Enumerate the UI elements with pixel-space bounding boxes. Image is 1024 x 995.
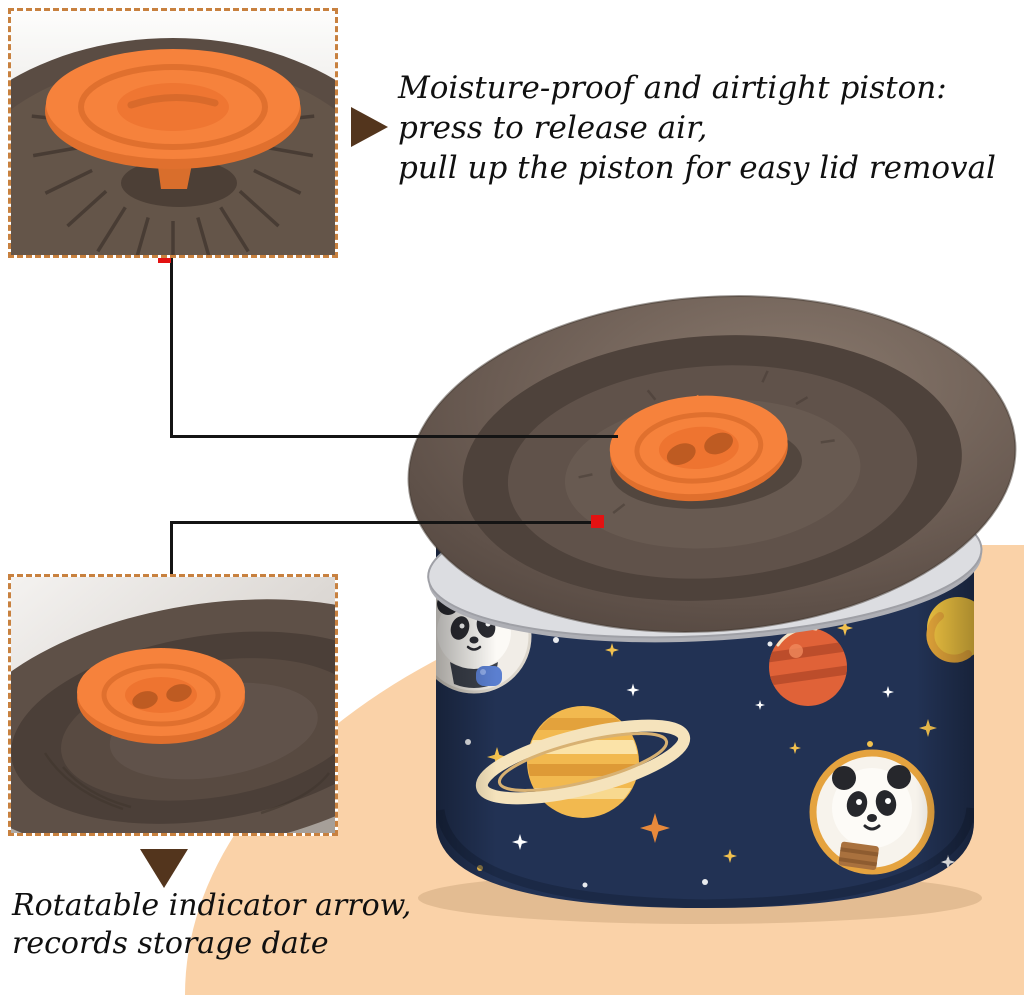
callout-line-2-horizontal: [170, 521, 598, 524]
callout-line-1-horizontal: [170, 435, 618, 438]
callout-top-line-1: Moisture-proof and airtight piston:: [398, 70, 947, 106]
arrow-right-icon: [351, 107, 388, 147]
callout-line-1-vertical: [170, 258, 173, 438]
inset-photo-lid-angle: [8, 574, 338, 836]
inset1-piston-knob: [45, 49, 301, 169]
callout-marker-2: [591, 515, 604, 528]
callout-line-2-vertical: [170, 521, 173, 578]
callout-text-top: Moisture-proof and airtight piston: pres…: [398, 68, 996, 188]
callout-bottom-line-2: records storage date: [12, 926, 329, 961]
inset-photo-piston-top: [8, 8, 338, 258]
inset2-ridge-arcs: [43, 752, 330, 815]
indicator-arrow-notch: [153, 648, 168, 660]
inset1-illustration: [11, 11, 335, 255]
callout-bottom-line-1: Rotatable indicator arrow,: [12, 888, 412, 923]
indicator-arrow-notch: [685, 394, 703, 408]
callout-top-line-3: pull up the piston for easy lid removal: [398, 150, 996, 186]
inset2-illustration: [11, 577, 335, 833]
piston-knob: [609, 394, 788, 502]
callout-text-bottom: Rotatable indicator arrow, records stora…: [12, 887, 411, 963]
arrow-down-icon: [140, 849, 188, 888]
date-dial-ticks: [578, 370, 835, 515]
inset2-piston-knob: [77, 648, 245, 744]
canister-lid: [407, 295, 1017, 633]
callout-top-line-2: press to release air,: [398, 110, 708, 146]
